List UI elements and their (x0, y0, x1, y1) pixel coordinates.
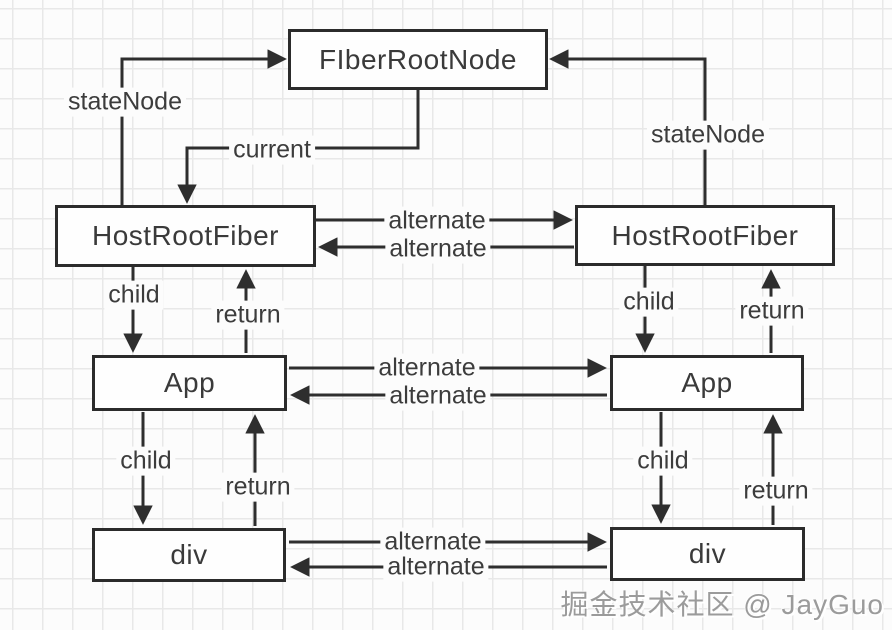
edge-label-return-right-1: return (735, 296, 809, 326)
node-host-root-fiber-left-label: HostRootFiber (91, 220, 279, 251)
node-div-left: div (92, 528, 286, 582)
watermark-text: 掘金技术社区 @ JayGuo (560, 589, 884, 620)
edge-label-child-right-2: child (633, 446, 693, 476)
node-app-right-label: App (681, 367, 733, 398)
edge-label-return-left-1: return (211, 300, 285, 330)
node-fiber-root-node: FIberRootNode (288, 29, 548, 90)
edge-label-statenode-right: stateNode (647, 120, 769, 150)
edge-label-statenode-left: stateNode (64, 87, 186, 117)
node-fiber-root-node-label: FIberRootNode (319, 43, 517, 75)
edge-label-alternate-div-ltr: alternate (380, 527, 486, 557)
edge-label-current: current (229, 135, 315, 165)
node-app-left-label: App (163, 367, 216, 398)
edge-line-statenode-left (120, 49, 287, 206)
edge-label-child-left-2: child (116, 446, 176, 476)
node-host-root-fiber-right-label: HostRootFiber (611, 219, 799, 251)
edge-label-alternate-app-ltr: alternate (374, 353, 480, 383)
edge-label-child-left-1: child (104, 280, 164, 310)
edge-label-alternate-app-rtl: alternate (385, 381, 491, 411)
edge-label-return-right-2: return (739, 476, 813, 506)
node-app-left: App (92, 355, 287, 411)
node-host-root-fiber-right: HostRootFiber (575, 205, 835, 266)
edge-label-alternate-hrf-ltr: alternate (384, 206, 490, 236)
node-div-right-label: div (688, 538, 727, 569)
edge-label-return-left-2: return (221, 472, 295, 502)
node-div-left-label: div (170, 539, 208, 570)
node-div-right: div (610, 527, 805, 581)
node-host-root-fiber-left: HostRootFiber (55, 205, 316, 267)
node-app-right: App (610, 355, 804, 411)
edge-label-alternate-hrf-rtl: alternate (385, 234, 491, 264)
edge-line-statenode-right (549, 49, 707, 205)
edge-label-child-right-1: child (619, 287, 679, 317)
edge-label-alternate-div-rtl: alternate (383, 552, 489, 582)
